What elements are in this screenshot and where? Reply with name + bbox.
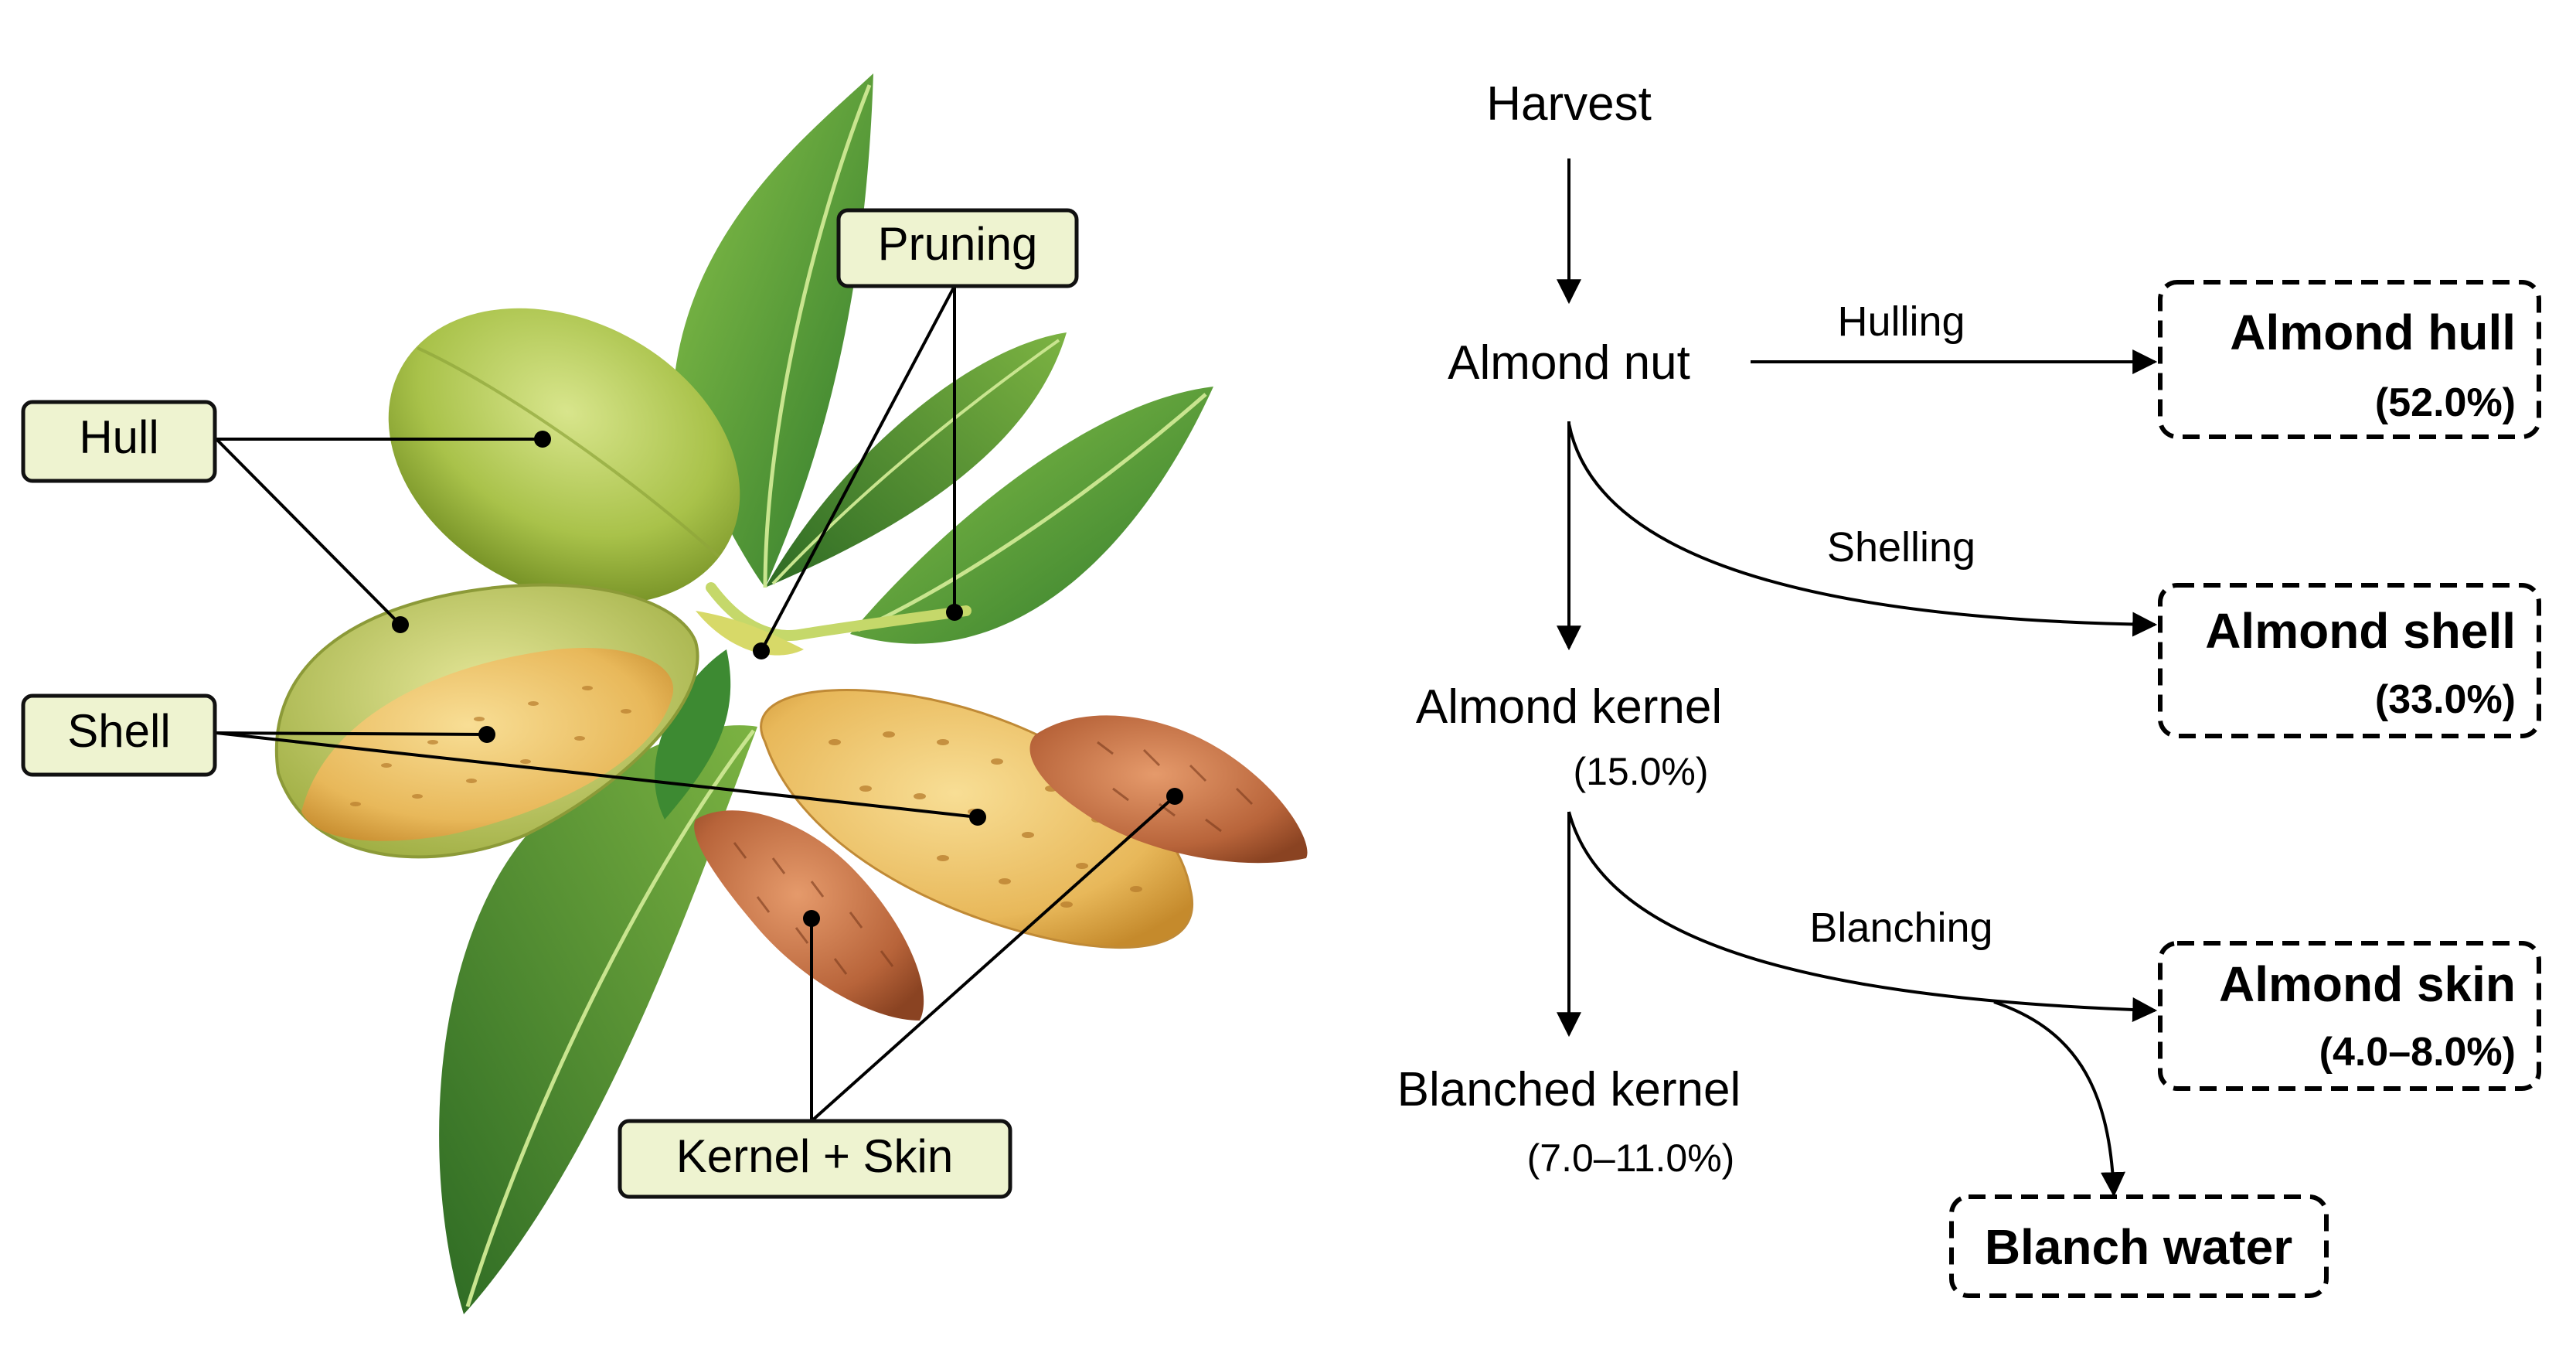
- step-shelling: Shelling: [1827, 524, 1975, 571]
- label-hull: Hull: [21, 400, 217, 483]
- leader-lines: [215, 285, 1176, 1123]
- product-blanch-water: Blanch water: [1949, 1194, 2329, 1298]
- leader-dots: [392, 431, 1183, 927]
- node-almond-kernel-pct: (15.0%): [1573, 750, 1708, 793]
- label-shell: Shell: [21, 693, 217, 777]
- almond-illustration: Hull Shell Pruning Kernel + Skin: [21, 73, 1308, 1314]
- product-almond-skin-pct: (4.0–8.0%): [2319, 1030, 2516, 1075]
- kernel-left-grooves: [733, 842, 894, 975]
- label-hull-text: Hull: [79, 411, 158, 463]
- leaf-top-2: [765, 332, 1067, 588]
- product-almond-shell-pct: (33.0%): [2375, 677, 2516, 722]
- product-almond-hull-name: Almond hull: [2230, 305, 2516, 360]
- leaf-vein: [465, 729, 755, 1307]
- step-blanching: Blanching: [1809, 905, 1992, 951]
- node-almond-nut: Almond nut: [1448, 336, 1690, 390]
- product-almond-shell: Almond shell (33.0%): [2158, 583, 2541, 738]
- flow-arrows: [1557, 158, 2158, 1198]
- product-almond-skin-name: Almond skin: [2219, 956, 2516, 1012]
- product-almond-shell-name: Almond shell: [2205, 603, 2516, 659]
- node-almond-kernel: Almond kernel: [1416, 680, 1722, 734]
- process-flow: Harvest Almond nut Almond kernel (15.0%)…: [1397, 77, 2541, 1298]
- closed-hull: [388, 308, 740, 605]
- leaf-right: [850, 387, 1213, 644]
- label-kernel-skin: Kernel + Skin: [618, 1119, 1012, 1199]
- label-pruning: Pruning: [836, 208, 1079, 288]
- product-almond-hull: Almond hull (52.0%): [2158, 280, 2541, 439]
- node-harvest: Harvest: [1486, 77, 1652, 131]
- node-blanched-kernel: Blanched kernel: [1397, 1063, 1741, 1116]
- shell-in-hull: [301, 648, 674, 841]
- stem-joint: [696, 611, 804, 656]
- node-blanched-kernel-pct: (7.0–11.0%): [1527, 1136, 1735, 1180]
- hull-seam: [417, 346, 720, 558]
- product-blanch-water-name: Blanch water: [1985, 1219, 2292, 1275]
- leaf-vein: [763, 84, 872, 588]
- leaf-vein: [771, 339, 1060, 585]
- leaf-vein: [856, 393, 1207, 632]
- label-kernel-skin-text: Kernel + Skin: [676, 1130, 954, 1182]
- leaf-mid-left: [655, 649, 731, 820]
- kernel-right: [1029, 715, 1308, 864]
- product-almond-hull-pct: (52.0%): [2375, 380, 2516, 425]
- step-hulling: Hulling: [1837, 298, 1965, 345]
- product-almond-skin: Almond skin (4.0–8.0%): [2158, 941, 2541, 1091]
- label-pruning-text: Pruning: [878, 218, 1038, 270]
- stem: [706, 582, 972, 641]
- label-shell-text: Shell: [67, 705, 170, 757]
- shell-pits: [350, 686, 631, 806]
